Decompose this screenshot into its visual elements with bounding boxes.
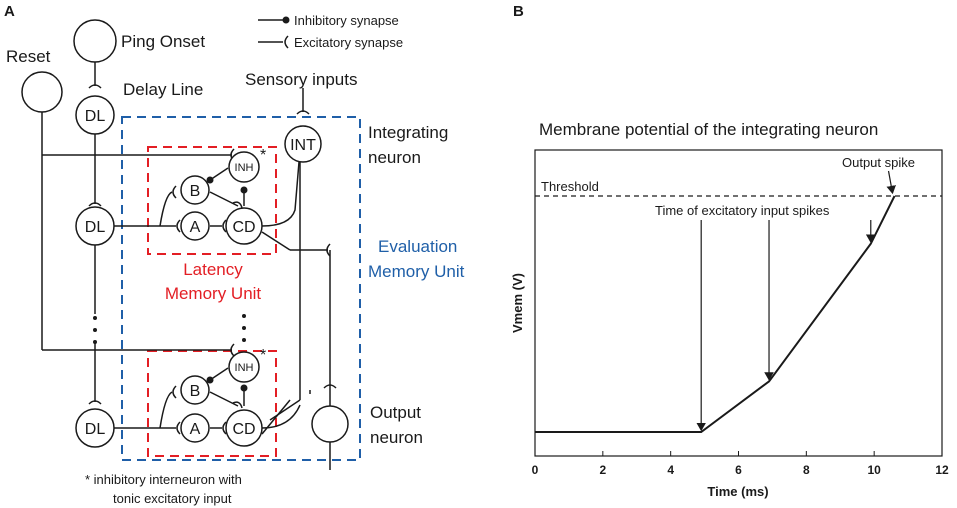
dl-label-1: DL [85, 108, 106, 125]
x-tick-label: 6 [735, 463, 742, 477]
latency-memory-box-top [147, 146, 277, 255]
inhibitory-synapse-icon [282, 16, 290, 24]
cd-neuron-bottom [225, 409, 263, 447]
chart-title: Membrane potential of the integrating ne… [539, 120, 878, 139]
output-neuron [311, 405, 349, 443]
inhibitory-dot-b-top [206, 176, 214, 184]
x-tick-label: 2 [599, 463, 606, 477]
inh-label-top: INH [235, 162, 254, 174]
inh-neuron-top [228, 151, 260, 183]
evaluation-memory-box [121, 116, 361, 461]
b-label-top: B [190, 183, 201, 200]
inh-label-bottom: INH [235, 362, 254, 374]
inhibitory-dot-bottom [240, 384, 248, 392]
x-tick-label: 0 [532, 463, 539, 477]
footnote-1: * inhibitory interneuron with [85, 472, 242, 487]
ping-onset-label: Ping Onset [121, 32, 205, 51]
a-neuron-bottom [180, 413, 210, 443]
ping-onset-neuron [73, 19, 117, 63]
legend-inhibitory: Inhibitory synapse [294, 13, 399, 28]
dl-label-3: DL [85, 421, 106, 438]
footnote-2: tonic excitatory input [113, 491, 232, 506]
reset-neuron [21, 71, 63, 113]
integrating-label-1: Integrating [368, 123, 448, 142]
input-spike-arrows [696, 170, 896, 432]
panel-b: B Membrane potential of the integrating … [510, 3, 949, 499]
evaluation-label-2: Memory Unit [368, 262, 465, 281]
asterisk-bottom: * [260, 347, 266, 364]
vmem-series-line [535, 195, 896, 433]
asterisk-top: * [260, 147, 266, 164]
a-label-bottom: A [190, 421, 201, 438]
evaluation-label-1: Evaluation [378, 237, 457, 256]
y-axis-label: Vmem (V) [510, 273, 525, 333]
panel-b-letter: B [513, 3, 524, 20]
cd-label-bottom: CD [232, 421, 255, 438]
input-spikes-label: Time of excitatory input spikes [655, 203, 830, 218]
output-spike-label: Output spike [842, 155, 915, 170]
inhibitory-dot-b-bottom [206, 376, 214, 384]
reset-label: Reset [6, 47, 51, 66]
x-axis-label: Time (ms) [707, 484, 768, 499]
cd-label-top: CD [232, 219, 255, 236]
threshold-label: Threshold [541, 179, 599, 194]
int-neuron [284, 125, 322, 163]
output-label-1: Output [370, 403, 421, 422]
latency-label-1: Latency [183, 260, 243, 279]
sensory-inputs-label: Sensory inputs [245, 70, 357, 89]
legend-excitatory: Excitatory synapse [294, 35, 403, 50]
integrating-label-2: neuron [368, 148, 421, 167]
panel-a-letter: A [4, 3, 15, 20]
output-spike-arrow [886, 170, 896, 195]
x-tick-label: 12 [935, 463, 949, 477]
ellipsis-dots [93, 314, 246, 344]
latency-memory-box-bottom [147, 350, 277, 457]
b-label-bottom: B [190, 383, 201, 400]
delay-line-label: Delay Line [123, 80, 203, 99]
panel-a: A Inhibitory synapse Excitatory synapse [4, 3, 465, 506]
cd-neuron-top [225, 207, 263, 245]
b-neuron-top [180, 175, 210, 205]
x-tick-label: 4 [667, 463, 674, 477]
b-neuron-bottom [180, 375, 210, 405]
delay-line-neuron-3 [75, 408, 115, 448]
x-ticks: 0 2 4 6 8 10 12 [532, 451, 949, 477]
dl-label-2: DL [85, 219, 106, 236]
inh-neuron-bottom [228, 351, 260, 383]
x-tick-label: 8 [803, 463, 810, 477]
connection-wires [41, 62, 337, 470]
a-label-top: A [190, 219, 201, 236]
delay-line-neuron-2 [75, 206, 115, 246]
delay-line-neuron-1 [75, 95, 115, 135]
x-tick-label: 10 [867, 463, 881, 477]
latency-label-2: Memory Unit [165, 284, 262, 303]
a-neuron-top [180, 211, 210, 241]
int-label: INT [290, 137, 316, 154]
synapse-legend: Inhibitory synapse Excitatory synapse [258, 13, 403, 50]
excitatory-synapse-icon [284, 35, 289, 49]
inhibitory-dot-top [240, 186, 248, 194]
output-label-2: neuron [370, 428, 423, 447]
